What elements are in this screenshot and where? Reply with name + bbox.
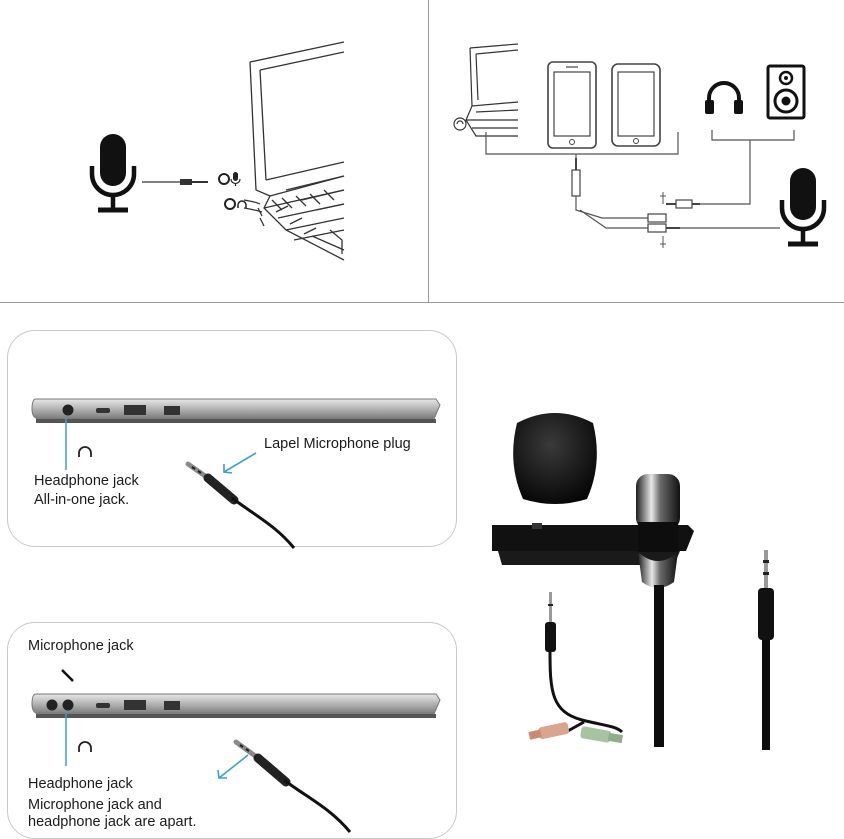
laptop-headphone-jack-icon	[224, 196, 248, 212]
trrs-plug-icon	[748, 550, 784, 750]
laptop-side-icon-2	[30, 690, 442, 722]
splitter-cable-icon	[480, 124, 780, 254]
microphone-jack-label: Microphone jack	[28, 637, 134, 655]
audio-plug-icon	[186, 460, 296, 550]
pointer-line-icon	[64, 418, 68, 470]
pointer-line-icon-2	[64, 712, 68, 766]
headphones-icon	[704, 80, 744, 116]
all-in-one-jack-label: All-in-one jack.	[34, 491, 129, 509]
microphone-icon-2	[778, 166, 828, 250]
headphone-symbol-icon-2	[77, 741, 93, 753]
mic-cable-icon	[142, 176, 220, 188]
apart-label-line1: Microphone jack and	[28, 796, 162, 814]
splitter-adapter-icon	[526, 592, 636, 762]
laptop-mic-jack-icon	[218, 170, 244, 188]
headphone-jack-label-2: Headphone jack	[28, 775, 133, 793]
lapel-mic-plug-label: Lapel Microphone plug	[264, 435, 411, 453]
headphone-symbol-icon	[77, 446, 93, 458]
foam-windscreen-icon	[507, 403, 603, 507]
laptop-icon	[246, 40, 346, 262]
headphone-jack-label: Headphone jack	[34, 472, 139, 490]
apart-label-line2: headphone jack are apart.	[28, 813, 197, 831]
vertical-divider	[428, 0, 429, 302]
mic-symbol-icon	[60, 668, 76, 684]
audio-plug-icon-2	[234, 738, 354, 834]
mic-cable-main-icon	[650, 585, 670, 747]
laptop-side-icon	[30, 395, 442, 427]
speaker-icon	[766, 64, 806, 120]
horizontal-divider	[0, 302, 844, 303]
microphone-icon	[88, 132, 138, 216]
lapel-microphone-icon	[630, 470, 686, 594]
